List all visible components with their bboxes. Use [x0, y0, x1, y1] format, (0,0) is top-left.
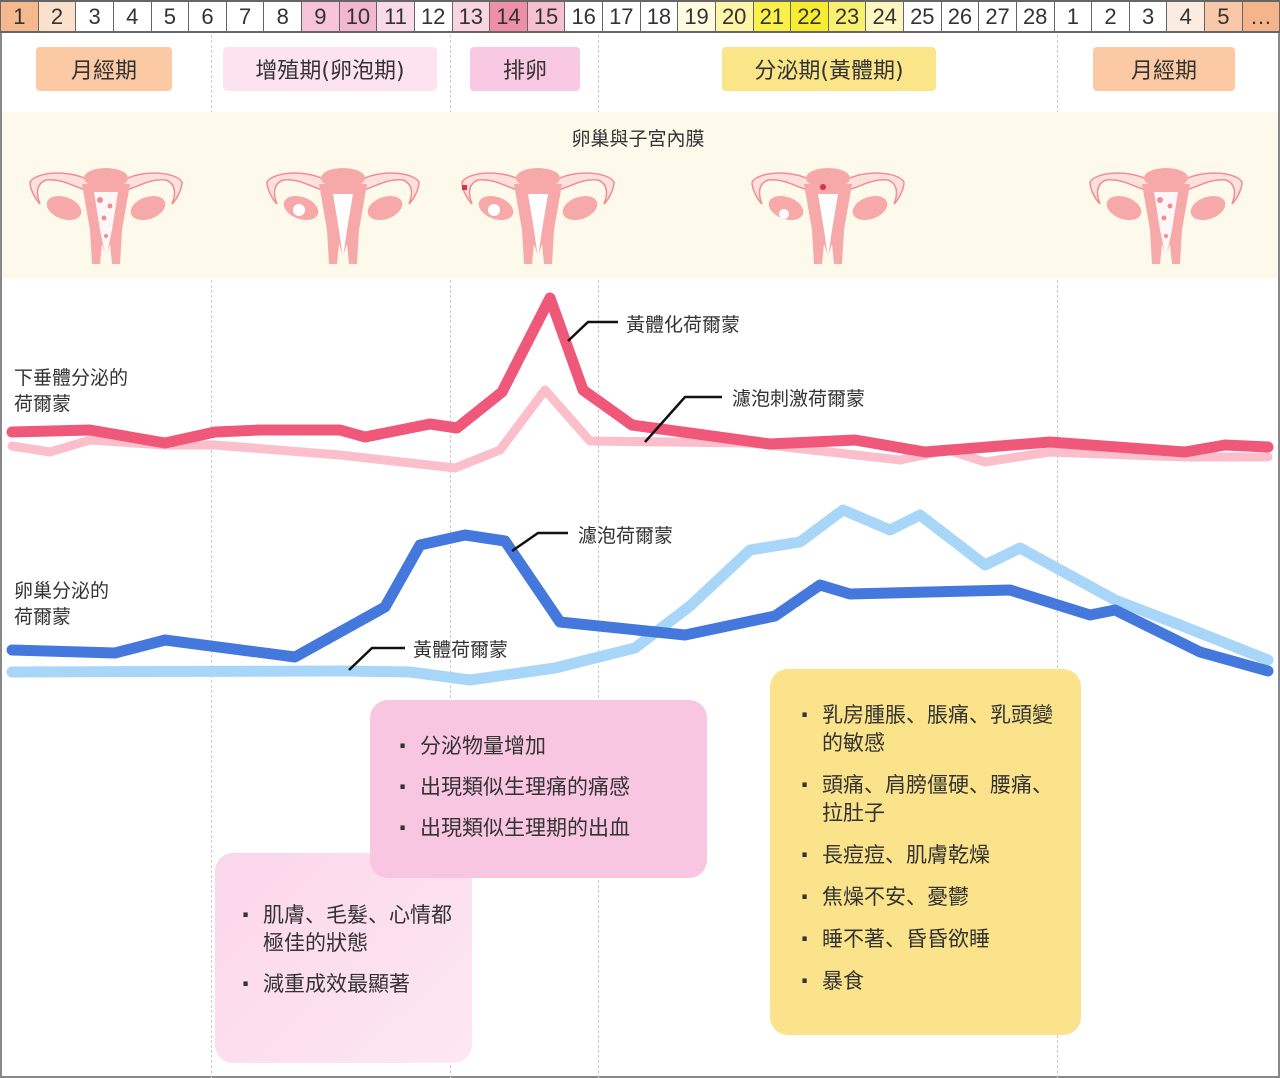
day-cell: 8: [264, 2, 302, 31]
fsh-label: 濾泡刺激荷爾蒙: [732, 388, 866, 410]
fsh-leader-line: [644, 395, 722, 443]
uterus-menstrual-icon: [1086, 160, 1246, 264]
day-cell: 5: [151, 2, 190, 31]
day-cell: 20: [715, 2, 754, 31]
day-cell: 17: [603, 2, 641, 31]
day-cell: 22: [791, 2, 829, 31]
phase-divider: [598, 35, 599, 1078]
phase-label: 分泌期(黃體期): [722, 47, 936, 91]
note-item: 分泌物量增加: [398, 732, 700, 760]
day-cell: 23: [828, 2, 867, 31]
ovary-hormone-label: 卵巢分泌的 荷爾蒙: [14, 578, 109, 630]
ovary-label-line2: 荷爾蒙: [14, 606, 72, 628]
phase-divider: [211, 35, 212, 1078]
estrogen-leader-line: [511, 531, 568, 553]
note-item: 出現類似生理期的出血: [398, 814, 700, 842]
note-item: 肌膚、毛髮、心情都極佳的狀態: [241, 901, 453, 957]
series-line: [6, 292, 1274, 458]
luteal-notes-box: 乳房腫脹、脹痛、乳頭變的敏感頭痛、肩膀僵硬、腰痛、拉肚子長痘痘、肌膚乾燥焦燥不安…: [770, 669, 1081, 1035]
estrogen-label: 濾泡荷爾蒙: [578, 525, 674, 547]
progesterone-leader-line: [348, 646, 405, 671]
uterus-follicular-icon: [263, 160, 423, 264]
follicular-notes-box: 肌膚、毛髮、心情都極佳的狀態減重成效最顯著: [215, 853, 472, 1063]
day-cell: 9: [302, 2, 340, 31]
band-title: 卵巢與子宮內膜: [571, 128, 705, 150]
day-cell: 1: [0, 2, 39, 31]
phase-label: 排卵: [470, 47, 580, 91]
day-cell: 21: [753, 2, 792, 31]
note-item: 暴食: [800, 967, 1062, 995]
day-cell: …: [1242, 2, 1280, 31]
day-cell: 2: [38, 2, 77, 31]
phase-label: 月經期: [36, 47, 172, 91]
day-cell: 5: [1205, 2, 1243, 31]
series-line: [6, 529, 1274, 677]
day-cell: 14: [490, 2, 528, 31]
pituitary-label-line2: 荷爾蒙: [14, 393, 72, 415]
day-cell: 3: [76, 2, 114, 31]
ovary-uterus-band: [2, 112, 1278, 278]
uterus-menstrual-icon: [26, 160, 186, 264]
day-cell: 24: [866, 2, 904, 31]
day-cell: 11: [377, 2, 415, 31]
note-item: 焦燥不安、憂鬱: [800, 883, 1062, 911]
day-cell: 15: [527, 2, 566, 31]
day-cell: 25: [904, 2, 942, 31]
ovary-label-line1: 卵巢分泌的: [14, 580, 110, 602]
uterus-ovulation-icon: [458, 160, 618, 264]
note-item: 頭痛、肩膀僵硬、腰痛、拉肚子: [800, 771, 1062, 827]
phase-divider: [1057, 35, 1058, 1078]
day-cell: 28: [1016, 2, 1055, 31]
progesterone-label: 黃體荷爾蒙: [413, 639, 509, 661]
note-item: 睡不著、昏昏欲睡: [800, 925, 1062, 953]
day-cell: 27: [979, 2, 1017, 31]
day-cell: 18: [640, 2, 679, 31]
day-cell: 3: [1129, 2, 1168, 31]
day-cell: 12: [414, 2, 453, 31]
day-cell: 19: [678, 2, 716, 31]
lh-leader-line: [567, 320, 618, 342]
note-item: 乳房腫脹、脹痛、乳頭變的敏感: [800, 701, 1062, 757]
day-cell: 6: [189, 2, 227, 31]
series-line: [6, 504, 1274, 686]
ovulation-notes-box: 分泌物量增加出現類似生理痛的痛感出現類似生理期的出血: [370, 700, 707, 878]
phase-label: 月經期: [1093, 47, 1235, 91]
phase-label: 增殖期(卵泡期): [223, 47, 437, 91]
lh-label: 黃體化荷爾蒙: [626, 314, 741, 336]
day-cell: 26: [941, 2, 980, 31]
note-item: 減重成效最顯著: [241, 970, 453, 998]
uterus-luteal-icon: [748, 160, 908, 264]
pituitary-hormone-label: 下垂體分泌的 荷爾蒙: [14, 365, 128, 417]
day-cell: 1: [1054, 2, 1093, 31]
day-cell: 4: [1167, 2, 1205, 31]
day-cell: 10: [339, 2, 378, 31]
note-item: 出現類似生理痛的痛感: [398, 773, 700, 801]
pituitary-label-line1: 下垂體分泌的: [14, 367, 129, 389]
day-cell: 16: [565, 2, 603, 31]
day-cell: 7: [226, 2, 265, 31]
note-item: 長痘痘、肌膚乾燥: [800, 841, 1062, 869]
phase-divider: [450, 35, 451, 1078]
day-cell: 2: [1092, 2, 1130, 31]
day-cell: 13: [452, 2, 491, 31]
day-cell: 4: [113, 2, 152, 31]
